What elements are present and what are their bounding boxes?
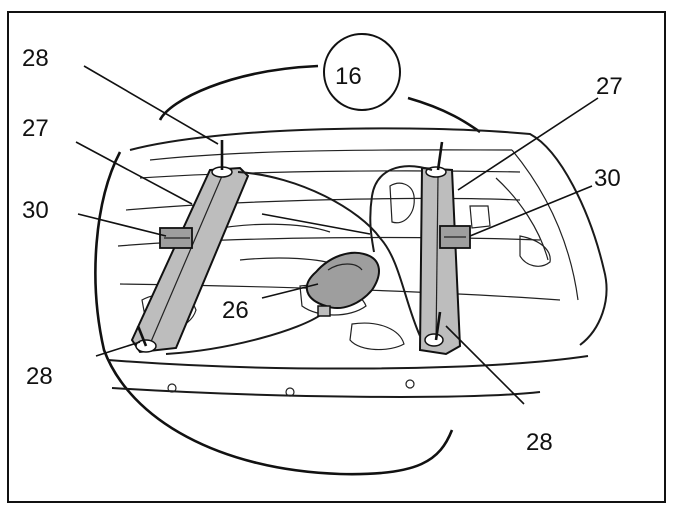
leader-bottom-right-bolt xyxy=(445,325,525,405)
regulator-cables xyxy=(165,165,433,355)
right-guide-rail xyxy=(418,166,462,356)
callout-right-rail: 27 xyxy=(596,73,623,100)
leader-top-left-bolt xyxy=(83,65,219,145)
callout-left-clip: 30 xyxy=(22,197,49,224)
bottom-right-bolt xyxy=(434,311,442,341)
callout-right-clip: 30 xyxy=(594,165,621,192)
drive-motor xyxy=(305,251,380,317)
left-clip xyxy=(159,227,193,249)
leader-motor-area xyxy=(261,213,371,235)
leader-motor xyxy=(261,283,319,299)
callout-bottom-right-bolt: 28 xyxy=(526,429,553,456)
leader-bottom-left-bolt xyxy=(95,341,141,357)
leader-left-rail xyxy=(75,141,193,205)
leader-lines xyxy=(75,65,599,405)
leader-right-clip xyxy=(469,185,593,237)
callout-top-left-bolt: 28 xyxy=(22,45,49,72)
leader-left-clip xyxy=(77,213,167,237)
callout-motor: 26 xyxy=(222,297,249,324)
top-right-bolt xyxy=(436,141,444,171)
leader-right-rail xyxy=(457,97,599,191)
callout-labels: 28 27 30 28 26 27 30 28 xyxy=(22,45,623,456)
right-clip xyxy=(439,225,471,249)
bottom-left-bolt xyxy=(136,325,148,347)
callout-left-rail: 27 xyxy=(22,115,49,142)
callout-bottom-left-bolt: 28 xyxy=(26,363,53,390)
reference-circle: 16 xyxy=(323,33,401,111)
reference-circle-label: 16 xyxy=(335,63,362,90)
